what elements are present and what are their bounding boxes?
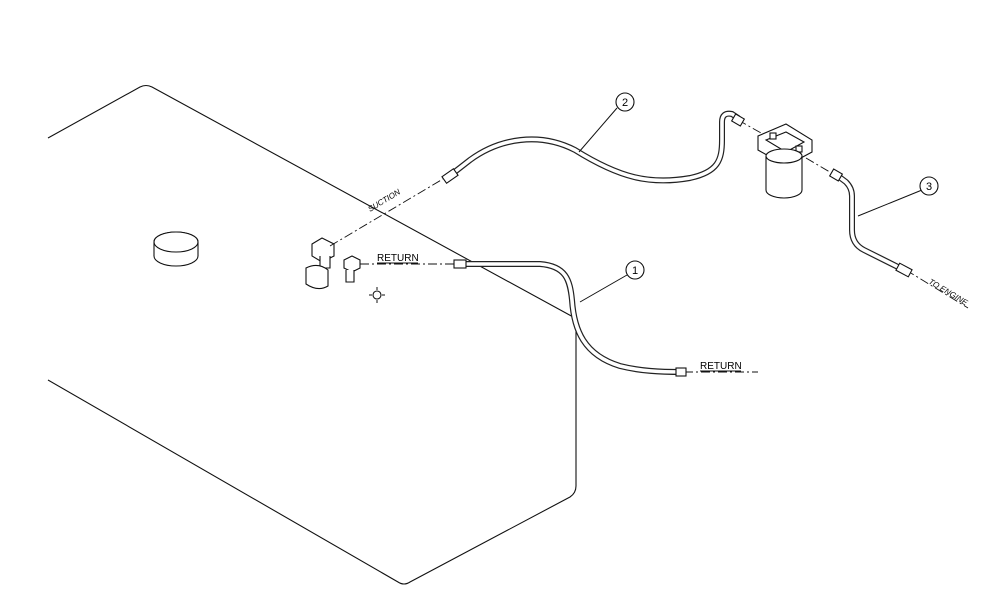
callout-3-number: 3 (926, 181, 932, 193)
callout-leaders (578, 107, 923, 303)
hose-1-return (453, 259, 687, 377)
fuel-filter (757, 123, 813, 199)
callout-1-number: 1 (632, 265, 638, 277)
hose-2-suction (441, 110, 746, 185)
filter-bowl (765, 156, 803, 199)
hose-3-to-engine (828, 168, 913, 278)
return-elbow-fitting (343, 255, 361, 283)
fuel-tank (47, 84, 577, 585)
suction-centerline (329, 175, 449, 247)
tank-front-edge (47, 318, 577, 585)
suction-elbow-fitting (305, 237, 335, 290)
callout-2-number: 2 (622, 97, 628, 109)
filler-cap (153, 231, 199, 267)
suction-label: SUCTION (366, 187, 402, 213)
to-engine-label: TO ENGINE (927, 277, 970, 308)
return-label-upper: RETURN (377, 253, 419, 264)
callout-1: 1 (625, 260, 645, 280)
hose-2-end-fitting-tank (441, 167, 459, 185)
return-label-lower: RETURN (700, 361, 742, 372)
centerlines (329, 119, 969, 373)
hose-2-end-fitting-filter (730, 113, 746, 127)
tank-top-left-edge (47, 84, 576, 319)
callout-3: 3 (919, 176, 939, 196)
vent-symbol (369, 287, 385, 303)
callout-2: 2 (615, 92, 635, 112)
filter-centerline-out (805, 157, 841, 179)
engine-centerline (905, 269, 969, 309)
